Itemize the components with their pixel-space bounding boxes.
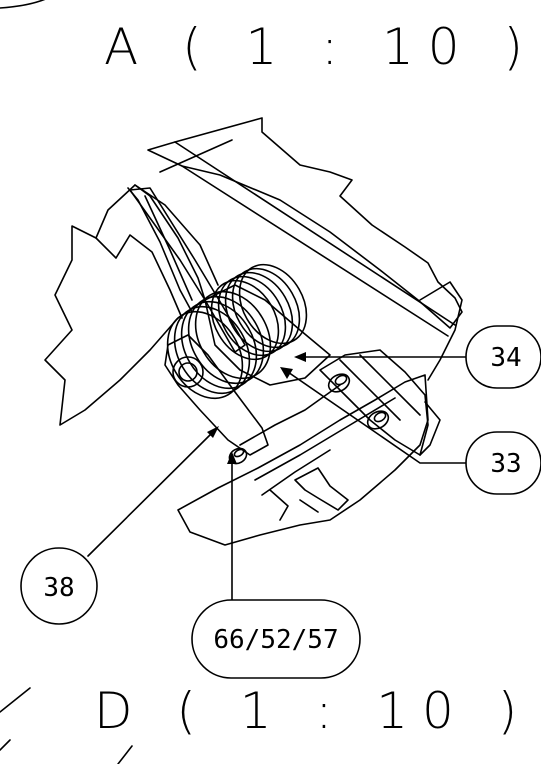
spring-right (210, 263, 308, 361)
callout-label-34: 34 (490, 343, 521, 373)
arrowhead-33 (280, 367, 293, 379)
upper-plate (147, 117, 463, 329)
callout-label-66-52-57: 66/52/57 (213, 625, 338, 655)
arrowhead-66 (227, 452, 237, 464)
clamp-plate (319, 349, 429, 456)
bracket-hole-outer (172, 356, 204, 388)
leader-33 (284, 369, 467, 464)
balloon-34 (465, 325, 541, 389)
lower-bracket (177, 374, 429, 546)
balloon-66 (191, 599, 361, 679)
arrowhead-38 (207, 426, 219, 438)
balloon-38 (20, 547, 98, 625)
bolt-upper (327, 373, 351, 393)
arm (129, 187, 246, 353)
partial-balloon-arc (0, 0, 46, 9)
leader-38 (87, 429, 216, 557)
bracket-hole-inner (178, 362, 198, 382)
view-title-a: A ( 1 : 10 ) (104, 18, 537, 76)
slot (294, 467, 349, 511)
shaft (204, 284, 331, 386)
spring-left (166, 290, 272, 400)
callout-label-33: 33 (490, 449, 521, 479)
view-title-d: D ( 1 : 10 ) (94, 682, 532, 740)
callout-label-38: 38 (43, 573, 74, 603)
bolt-lower (366, 410, 390, 430)
balloon-33 (465, 431, 541, 495)
arrowhead-34 (294, 352, 306, 362)
